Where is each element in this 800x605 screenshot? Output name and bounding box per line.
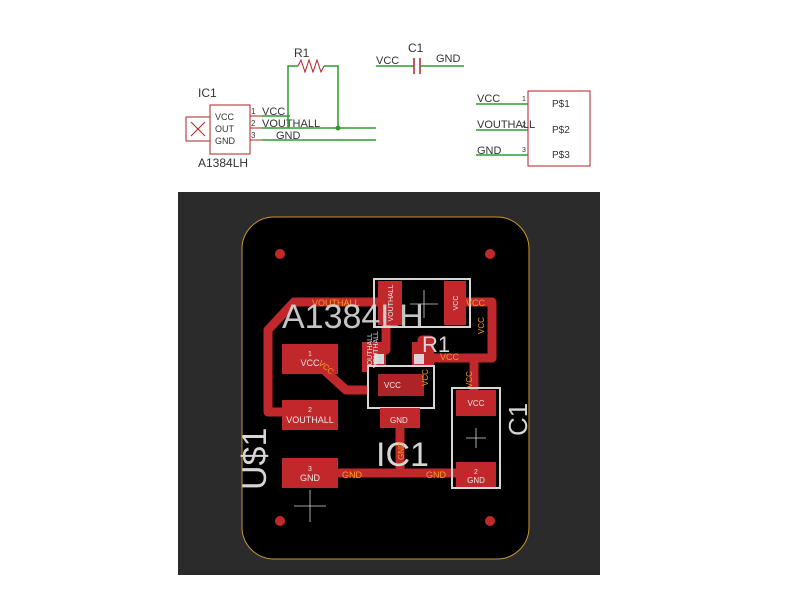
pad-label: GND [300,473,321,483]
pad-number: 3 [308,466,312,473]
ic1-pin-marker [414,354,424,364]
ic1-pin-name-out: OUT [215,124,235,134]
c1-name: C1 [503,403,533,436]
net-label-gnd: GND [342,470,363,480]
schematic-view: IC1 VCC OUT GND A1384LH 1 2 3 VCC VOUTHA… [185,41,591,170]
ic1-pin-number: 1 [251,107,256,116]
c1-pad-label: GND [467,476,485,485]
connector-net-vouthall: VOUTHALL [477,119,535,131]
r1-pad-label: VOUTHALL [367,333,374,370]
net-label-vcc: VCC [465,371,474,388]
connector-net-gnd: GND [477,145,502,157]
connector-pin-number: 1 [522,96,526,103]
net-label-vouthall: VOUTHALL [312,298,360,308]
c1-pad-vcc[interactable] [456,390,496,416]
board-view: 1 VCC 2 VOUTHALL 3 GND U$1 VOUTHALL VCC … [178,192,600,575]
pad-vouthall[interactable] [282,400,338,430]
net-label-vouthall: VOUTHALL [262,118,320,130]
c1-net-vcc: VCC [376,55,399,67]
connector-pin-number: 2 [522,122,526,129]
net-label-gnd: GND [397,442,406,460]
ic1-pin-number: 3 [251,131,256,140]
connector-pin-name: P$3 [552,150,570,161]
top-part-pad[interactable] [378,281,402,325]
connector-pin-name: P$2 [552,125,570,136]
c1-pad-gnd[interactable] [456,462,496,488]
ic1-name-label: IC1 [198,86,217,100]
mounting-hole [485,516,495,526]
top-part-pad-label: VOUTHALL [388,284,395,321]
ic1-name: IC1 [376,436,429,474]
ic1-sensor-box [185,116,211,142]
c1-name-label: C1 [408,41,424,55]
ic1-pin-name-vcc: VCC [215,112,235,122]
ic1-pin-marker [374,354,384,364]
connector-pin-number: 3 [522,147,526,154]
mounting-hole [275,516,285,526]
net-label-vcc: VCC [477,317,486,334]
u1-pads[interactable]: 1 VCC 2 VOUTHALL 3 GND U$1 [236,344,338,522]
net-label-vcc: VCC [421,369,430,386]
ic1-pad-label: GND [390,416,408,425]
ic1-footprint[interactable]: VCC GND VOUTHALL IC1 [367,331,435,474]
r1-wire-right [324,65,339,128]
pad-number: 1 [308,351,312,358]
connector-body [527,90,591,167]
r1-wire-left [287,65,298,128]
ic1-symbol[interactable]: IC1 VCC OUT GND A1384LH [185,86,251,170]
ic1-value-label: A1384LH [282,298,424,336]
ic1-pad-label: VOUTHALL [373,331,380,368]
connector-pin-name: P$1 [552,99,570,110]
ic1-pin-number: 2 [251,119,256,128]
c1-footprint[interactable]: VCC 2 GND C1 VCC [451,371,533,489]
pad-label: VCC [300,358,320,368]
top-part[interactable]: VOUTHALL VCC VOUTHALL VCC A1384LH [282,278,486,336]
r1-name: R1 [422,332,450,357]
ic1-pad-vcc[interactable] [378,374,424,396]
r1-body [297,58,325,74]
ic1-pad-gnd[interactable] [380,408,420,428]
top-part-outline [373,278,471,328]
pad-label: VOUTHALL [286,415,334,425]
c1-symbol[interactable]: C1 VCC GND [376,41,464,74]
connector-net-vcc: VCC [477,93,500,105]
net-label-gnd: GND [276,130,301,142]
junction-dot [335,125,341,131]
r1-pad-label: VCC [440,352,460,362]
pad-gnd[interactable] [282,458,338,488]
top-part-pad-label: VCC [453,296,460,311]
c1-net-gnd: GND [436,53,461,65]
mounting-hole [275,249,285,259]
net-label-vcc: VCC [466,298,486,308]
c1-outline [451,387,501,489]
net-label-vcc: VCC [262,106,285,118]
pad-number: 2 [308,407,312,414]
mounting-hole [485,249,495,259]
r1-symbol[interactable]: R1 [287,46,341,131]
connector-symbol[interactable]: VCC VOUTHALL GND 1 2 3 P$1 P$2 P$3 [476,90,591,167]
ic1-value-label: A1384LH [198,156,248,170]
ic1-pin-name-gnd: GND [215,136,236,146]
net-label-gnd: GND [426,470,447,480]
top-part-pad[interactable] [444,281,466,325]
c1-pad-number: 2 [474,469,478,476]
u1-name: U$1 [236,428,274,490]
pad-vcc[interactable] [282,344,338,374]
ic1-pad-label: VCC [384,381,401,390]
r1-name-label: R1 [294,46,310,60]
c1-pad-label: VCC [468,399,485,408]
ic1-sensor-cross [190,121,206,137]
